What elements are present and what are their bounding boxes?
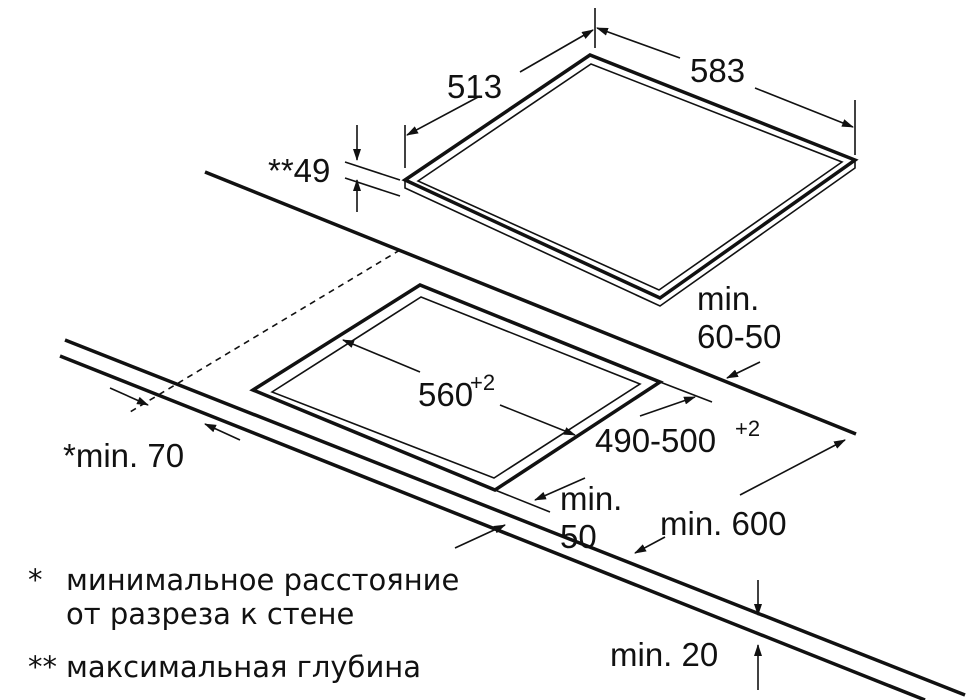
dim-50-arrow-b	[454, 524, 506, 549]
dim-60-50-arrow	[726, 361, 761, 379]
label-min-front: min.	[697, 280, 759, 317]
dim-513-arrow-b	[519, 29, 594, 73]
ext-49-top	[344, 161, 401, 181]
dim-50-arrow-a	[534, 477, 586, 501]
label-560-tol: +2	[470, 370, 495, 395]
dim-583-arrow-b	[754, 87, 854, 128]
hidden-line	[129, 249, 401, 413]
legend-line-2: максимальная глубина	[66, 650, 421, 684]
dim-560-arrow-b	[499, 404, 576, 436]
countertop-front-lower-edge	[59, 354, 926, 700]
dim-600-arrow-a	[739, 439, 846, 496]
dim-560-arrow-a	[342, 339, 421, 373]
legend-line-1b: от разреза к стене	[66, 597, 354, 631]
label-490-tol: +2	[735, 416, 760, 441]
countertop-back-edge	[204, 170, 857, 436]
dim-70-arrow-a	[109, 387, 149, 406]
dim-583-arrow-a	[596, 27, 681, 59]
label-60-50: 60-50	[697, 318, 781, 355]
label-min-20: min. 20	[610, 636, 718, 673]
label-49: **49	[268, 152, 330, 189]
dim-490-arrow	[639, 396, 696, 417]
legend-line-1: минимальное расстояние	[66, 563, 459, 597]
countertop-front-edge	[64, 338, 966, 697]
ext-490-line	[659, 381, 713, 403]
ext-50-line	[494, 489, 551, 513]
dim-600-arrow-b	[634, 536, 666, 554]
hob	[401, 53, 859, 307]
label-50: 50	[560, 518, 597, 555]
label-min-70: *min. 70	[63, 437, 184, 474]
dim-513-arrow-a	[406, 95, 481, 136]
legend-mark-1: *	[28, 563, 43, 597]
cutout-inner	[270, 296, 642, 479]
ext-49-bottom	[344, 177, 401, 197]
label-490-500: 490-500	[595, 422, 716, 459]
hob-inner-rim	[416, 63, 844, 291]
dim-70-arrow-b	[204, 423, 241, 441]
hob-thickness	[404, 160, 856, 307]
label-560: 560	[418, 376, 473, 413]
legend: * минимальное расстояние от разреза к ст…	[28, 563, 459, 684]
label-583: 583	[690, 52, 745, 89]
label-513: 513	[447, 68, 502, 105]
legend-mark-2: **	[28, 650, 57, 684]
label-min-600: min. 600	[660, 505, 787, 542]
label-min-side: min.	[560, 480, 622, 517]
